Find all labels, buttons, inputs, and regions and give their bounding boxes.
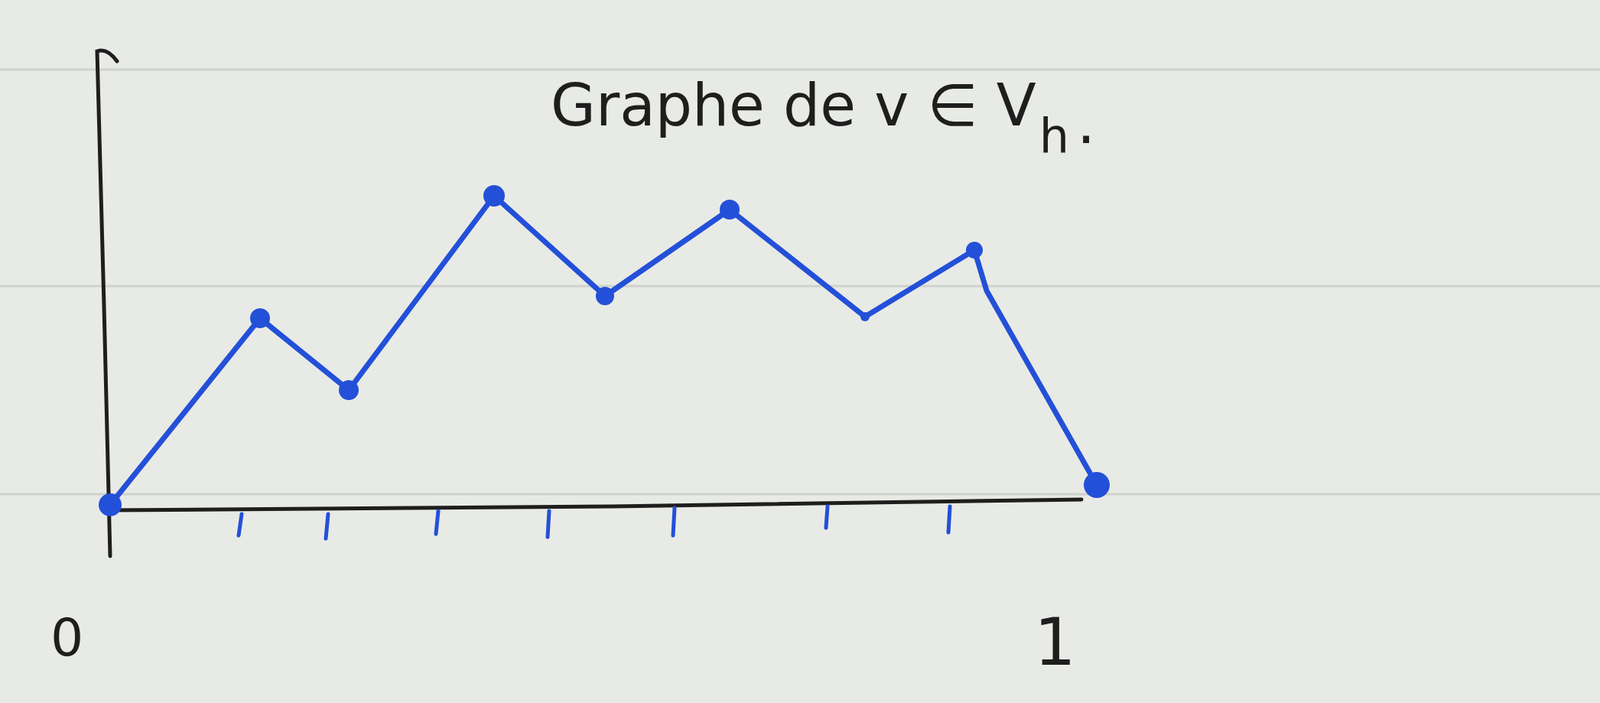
axis-value: 0 [50, 611, 84, 664]
period: . [1076, 94, 1096, 153]
axis-value: 1 [1034, 608, 1077, 675]
subscript: h [1039, 112, 1070, 160]
graph-title: Graphe de v ∈ V [550, 76, 1037, 135]
axes [97, 50, 1082, 557]
ruled-lines [0, 69, 1600, 495]
piecewise-linear-function [98, 185, 1110, 517]
mesh-ticks [238, 506, 950, 539]
